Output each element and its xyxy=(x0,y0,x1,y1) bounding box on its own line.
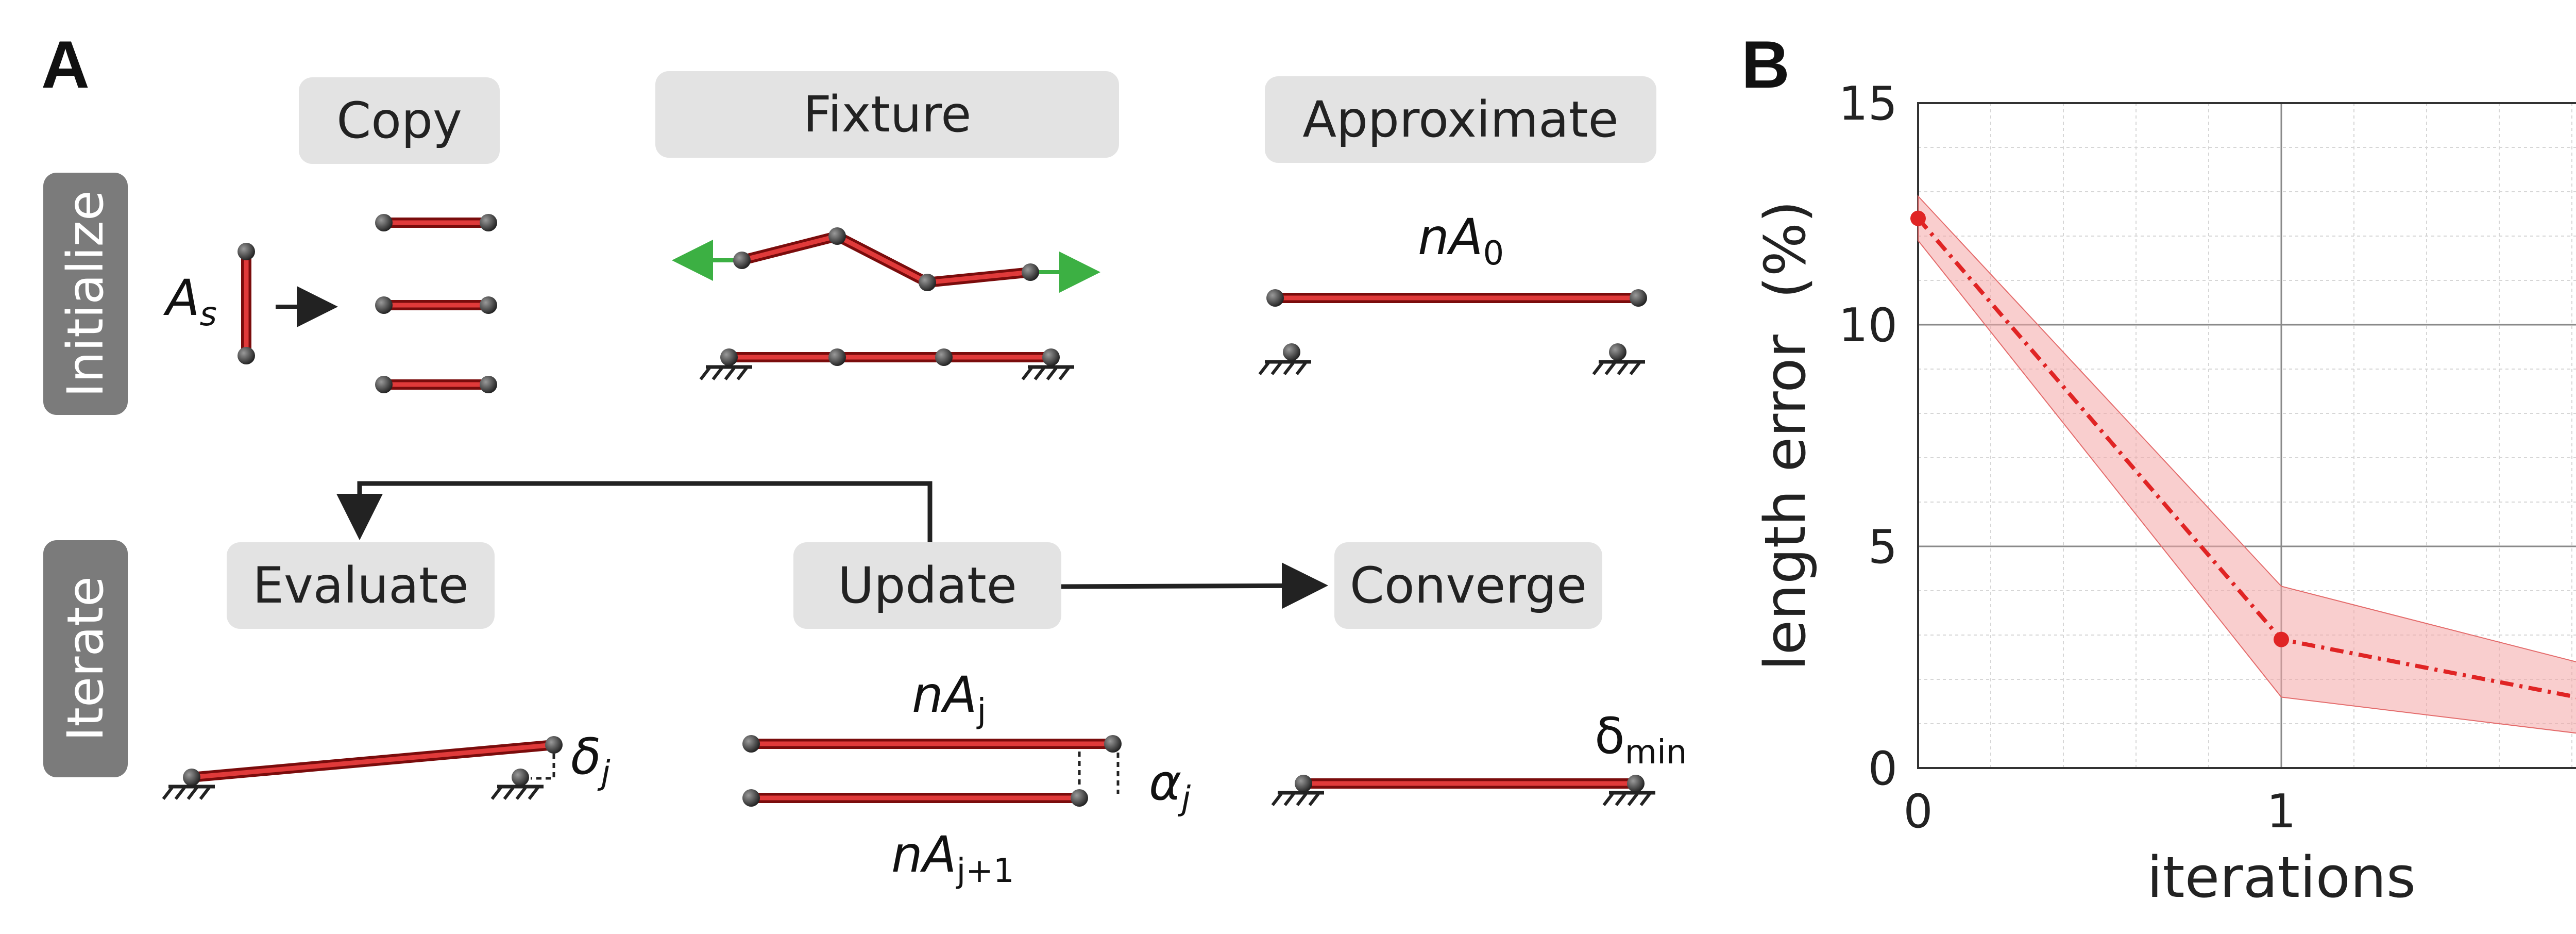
x-axis-label: iterations xyxy=(2147,844,2416,910)
label-delta-min: δmin xyxy=(1595,707,1687,772)
phase-initialize: Initialize xyxy=(43,173,128,415)
y-tick-labels: 0 5 10 15 xyxy=(1838,77,1897,796)
copy-illustration xyxy=(238,214,497,393)
y-tick-label: 0 xyxy=(1868,742,1897,796)
step-evaluate: Evaluate xyxy=(227,542,495,629)
panel-label-a: A xyxy=(41,27,90,102)
y-tick-label: 5 xyxy=(1868,520,1897,574)
series-points xyxy=(1910,210,2289,647)
y-tick-label: 10 xyxy=(1838,298,1897,353)
label-na0: nA0 xyxy=(1418,208,1504,273)
x-tick-label: 0 xyxy=(1903,785,1933,839)
data-point xyxy=(1910,210,1926,226)
label-as: As xyxy=(166,269,217,334)
step-update: Update xyxy=(793,542,1061,629)
label-naj1: nAj+1 xyxy=(891,826,1014,891)
converge-illustration xyxy=(1273,775,1655,805)
step-converge: Converge xyxy=(1334,542,1602,629)
step-approximate: Approximate xyxy=(1265,76,1656,163)
data-point xyxy=(2274,631,2289,647)
label-delta-j: δj xyxy=(571,728,611,793)
chart-plot-frame xyxy=(1917,102,2576,769)
panel-label-b: B xyxy=(1741,27,1790,102)
step-copy: Copy xyxy=(299,77,500,164)
label-naj: nAj xyxy=(912,666,987,731)
step-fixture: Fixture xyxy=(655,71,1119,158)
update-to-converge-arrow xyxy=(1061,562,1328,609)
x-tick-labels: 012 xyxy=(1903,785,2296,839)
approximate-illustration xyxy=(1260,289,1647,374)
update-illustration xyxy=(742,735,1122,807)
x-tick-label: 1 xyxy=(2266,785,2296,839)
label-alpha-j: αj xyxy=(1149,754,1191,819)
phase-iterate: Iterate xyxy=(43,540,128,777)
y-tick-label: 15 xyxy=(1838,77,1897,131)
panel-a-diagram xyxy=(0,214,1700,934)
update-to-evaluate-arrow xyxy=(336,481,933,542)
fixture-illustration xyxy=(672,227,1100,379)
y-axis-label: length error (%) xyxy=(1752,201,1818,671)
evaluate-illustration xyxy=(163,736,563,799)
series-error-band xyxy=(1918,195,2576,734)
